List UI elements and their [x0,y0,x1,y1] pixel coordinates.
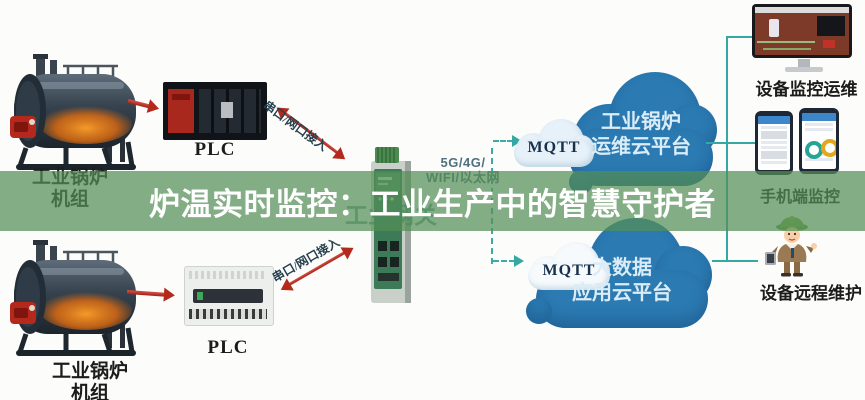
donut-chart-yellow [821,139,836,157]
boiler-bottom-label-line2: 机组 [70,382,109,400]
boiler-bottom-label-line1: 工业锅炉 [51,361,128,382]
plc-vents [189,271,267,279]
cloud-platform-bottom: 大数据 应用云平台 [526,214,718,346]
bracket-branch-monitor [726,36,758,38]
platform-top-line1: 工业锅炉 [601,111,681,133]
serial-link-label-top: 串口/网口接入 [260,98,330,154]
dashed-connector-bottom [493,260,515,262]
plc-display-strip [193,289,263,303]
bracket-vertical-line [726,36,728,262]
uplink-line1: 5G/4G/ [440,155,486,170]
monitor-label: 设备监控运维 [755,80,858,99]
monitor-bezel [752,4,852,58]
arrowhead-to-mqtt-bottom [514,255,530,267]
plc-terminals [189,309,267,319]
plc-bottom-icon [184,266,274,326]
plc-module-red [168,89,194,133]
boiler-icon-top [10,54,136,170]
monitor-icon [752,4,858,74]
phone-icon-left [755,111,793,175]
platform-top-line2: 运维云平台 [591,136,691,158]
boiler-bottom-label: 工业锅炉 机组 [30,361,150,400]
boiler-icon-bottom [10,240,136,356]
banner-overlay: 炉温实时监控：工业生产中的智慧守护者 [0,171,865,231]
plc-bottom-label: PLC [207,337,249,358]
mqtt-label-top: MQTT [527,139,581,156]
plc-top-label: PLC [194,139,236,160]
plc-connector [221,102,233,118]
mqtt-label-bottom: MQTT [542,262,596,279]
mqtt-cloud-top: MQTT [512,117,596,171]
platform-bottom-line2: 应用云平台 [572,282,672,304]
phones-icon [755,108,845,178]
bracket-branch-mobile [706,142,758,144]
dashed-connector-top [493,140,513,142]
platform-bottom-line1: 大数据 [592,257,652,279]
plc-top-icon [163,82,267,140]
maintenance-label: 设备远程维护 [760,284,862,303]
banner-title: 炉温实时监控：工业生产中的智慧守护者 [149,186,716,222]
bracket-branch-maintenance [712,260,758,262]
mqtt-cloud-bottom: MQTT [526,238,612,294]
plc-led [197,292,203,300]
phone-icon-right [799,108,839,174]
scada-screen [755,7,849,55]
